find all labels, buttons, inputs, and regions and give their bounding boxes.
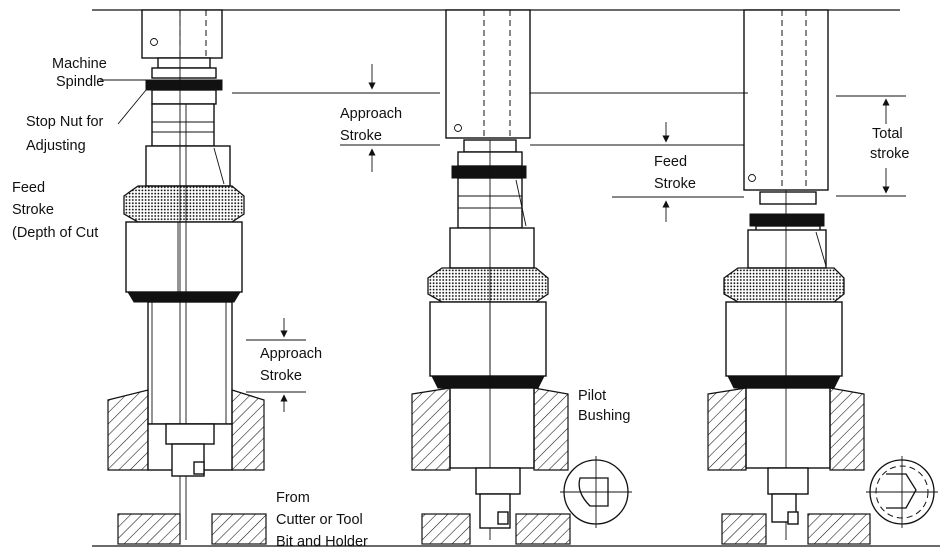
label-pilot-bushing-1: Pilot — [578, 388, 606, 404]
label-feed-stroke-left-1: Feed — [12, 180, 45, 196]
label-from-cutter-2: Cutter or Tool — [276, 512, 363, 528]
label-approach-stroke-top-1: Approach — [340, 106, 402, 122]
drill-unit-left — [107, 9, 267, 545]
label-from-cutter-1: From — [276, 490, 310, 506]
label-total-stroke-2: stroke — [870, 146, 910, 162]
label-machine-spindle-1: Machine — [52, 56, 107, 72]
label-stop-nut-2: Adjusting — [26, 138, 86, 154]
label-from-cutter-3: Bit and Holder — [276, 534, 368, 550]
label-feed-stroke-left-3: (Depth of Cut — [12, 225, 98, 241]
label-feed-stroke-left-2: Stroke — [12, 202, 54, 218]
label-machine-spindle-2: Spindle — [56, 74, 104, 90]
label-pilot-bushing-2: Bushing — [578, 408, 630, 424]
label-stop-nut-1: Stop Nut for — [26, 114, 104, 130]
drill-unit-middle — [411, 9, 632, 545]
label-feed-stroke-right-1: Feed — [654, 154, 687, 170]
label-feed-stroke-right-2: Stroke — [654, 176, 696, 192]
label-total-stroke-1: Total — [872, 126, 903, 142]
drill-unit-right — [707, 9, 938, 545]
label-approach-stroke-top-2: Stroke — [340, 128, 382, 144]
label-approach-stroke-left-1: Approach — [260, 346, 322, 362]
label-approach-stroke-left-2: Stroke — [260, 368, 302, 384]
